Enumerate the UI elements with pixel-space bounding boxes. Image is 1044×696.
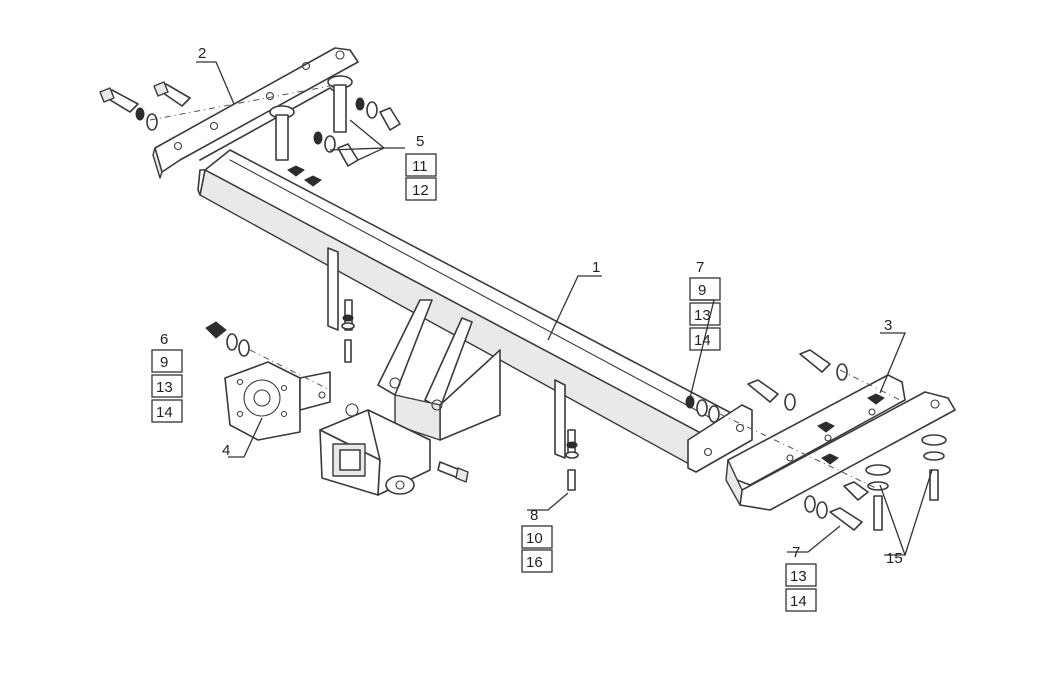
callout-6-stack: 6 9 13 14: [151, 331, 183, 423]
callout-13-label-right: 13: [694, 307, 711, 324]
callout-4: 4: [222, 442, 230, 459]
left-mounting-bracket: [152, 47, 359, 179]
callout-13-label-lower: 13: [790, 568, 807, 585]
leader-lines: [196, 61, 933, 556]
callout-11-label: 11: [412, 158, 428, 175]
callout-10-label: 10: [526, 530, 543, 547]
callout-7-label-lower: 7: [792, 544, 800, 561]
callout-3-label: 3: [884, 317, 892, 334]
callout-8-label: 8: [530, 507, 538, 524]
callout-3: 3: [884, 317, 892, 334]
fasteners: [99, 75, 947, 531]
callout-16-label: 16: [526, 554, 543, 571]
callout-5-label: 5: [416, 133, 424, 150]
callout-2-label: 2: [198, 45, 206, 62]
callout-5-stack: 5 11 12: [405, 133, 437, 201]
callout-4-label: 4: [222, 442, 230, 459]
callout-15-label: 15: [886, 550, 903, 567]
right-mounting-bracket: [725, 374, 956, 511]
callout-8-stack: 8 10 16: [521, 507, 553, 573]
callout-1: 1: [592, 259, 600, 276]
callout-14-label-right: 14: [694, 332, 711, 349]
callout-7-label: 7: [696, 259, 704, 276]
socket-bracket: [224, 361, 331, 441]
callout-14-label-lower: 14: [790, 593, 807, 610]
callout-2: 2: [198, 45, 206, 62]
assembly-center-lines: [149, 84, 901, 491]
hitch-receiver: [319, 299, 501, 496]
callout-14-label: 14: [156, 404, 173, 421]
callout-9-label-right: 9: [698, 282, 706, 299]
callout-7a-stack: 7 9 13 14: [689, 259, 721, 351]
callout-13-label: 13: [156, 379, 173, 396]
callout-15: 15: [886, 550, 903, 567]
callout-7b-stack: 7 13 14: [785, 544, 817, 612]
callout-6-label: 6: [160, 331, 168, 348]
callout-12-label: 12: [412, 182, 429, 199]
callout-1-label: 1: [592, 259, 600, 276]
callout-9-label: 9: [160, 354, 168, 371]
